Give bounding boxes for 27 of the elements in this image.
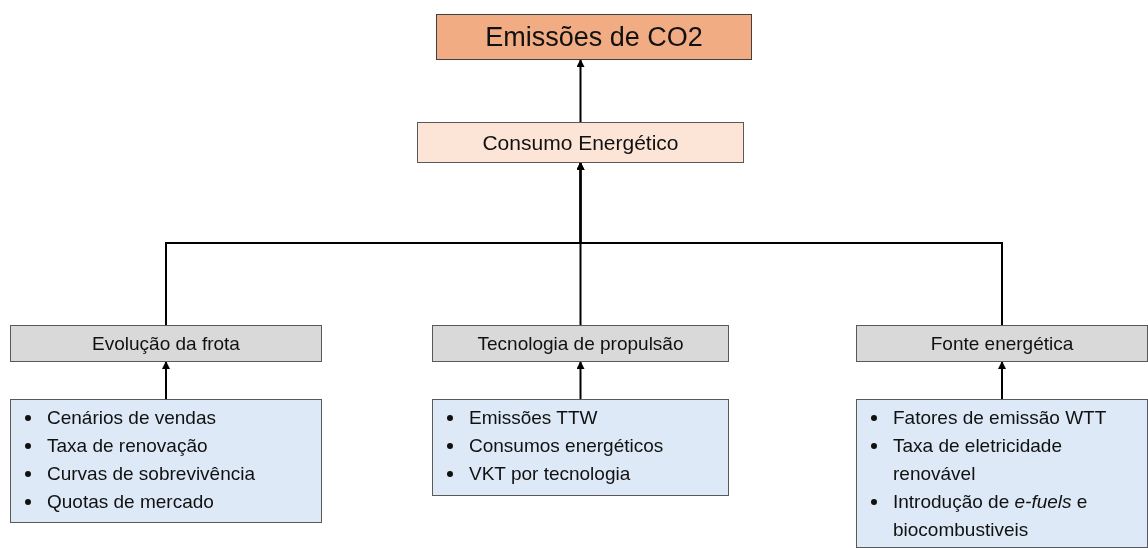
process-box bbox=[856, 325, 1148, 362]
box-title: Fonte energética bbox=[930, 332, 1074, 355]
list-item-text: Introdução de e-fuels e biocombustiveis bbox=[893, 490, 1089, 542]
box-title: Consumo Energético bbox=[482, 130, 679, 155]
process-box bbox=[432, 325, 729, 362]
list-item-text: Consumos energéticos bbox=[469, 434, 664, 458]
arrow bbox=[576, 162, 1003, 326]
box-title: Evolução da frota bbox=[92, 332, 240, 355]
list-item-text: Quotas de mercado bbox=[47, 490, 214, 514]
list-box bbox=[856, 399, 1148, 548]
arrow bbox=[162, 361, 170, 400]
arrow bbox=[576, 59, 585, 123]
list-box bbox=[10, 399, 322, 523]
list-item-text: Fatores de emissão WTT bbox=[893, 406, 1107, 430]
list-item-text: VKT por tecnologia bbox=[469, 462, 631, 486]
arrow bbox=[576, 361, 585, 400]
list-item-text: Cenários de vendas bbox=[47, 406, 216, 430]
box-title: Emissões de CO2 bbox=[485, 21, 703, 53]
list-item-text: Taxa de renovação bbox=[47, 434, 208, 458]
box-title: Tecnologia de propulsão bbox=[477, 332, 684, 355]
process-box bbox=[417, 122, 744, 163]
arrow bbox=[998, 361, 1006, 400]
process-box bbox=[436, 14, 752, 60]
list-item-text: Curvas de sobrevivência bbox=[47, 462, 256, 486]
list-item-text: Emissões TTW bbox=[469, 406, 598, 430]
process-box bbox=[10, 325, 322, 362]
list-box bbox=[432, 399, 729, 496]
